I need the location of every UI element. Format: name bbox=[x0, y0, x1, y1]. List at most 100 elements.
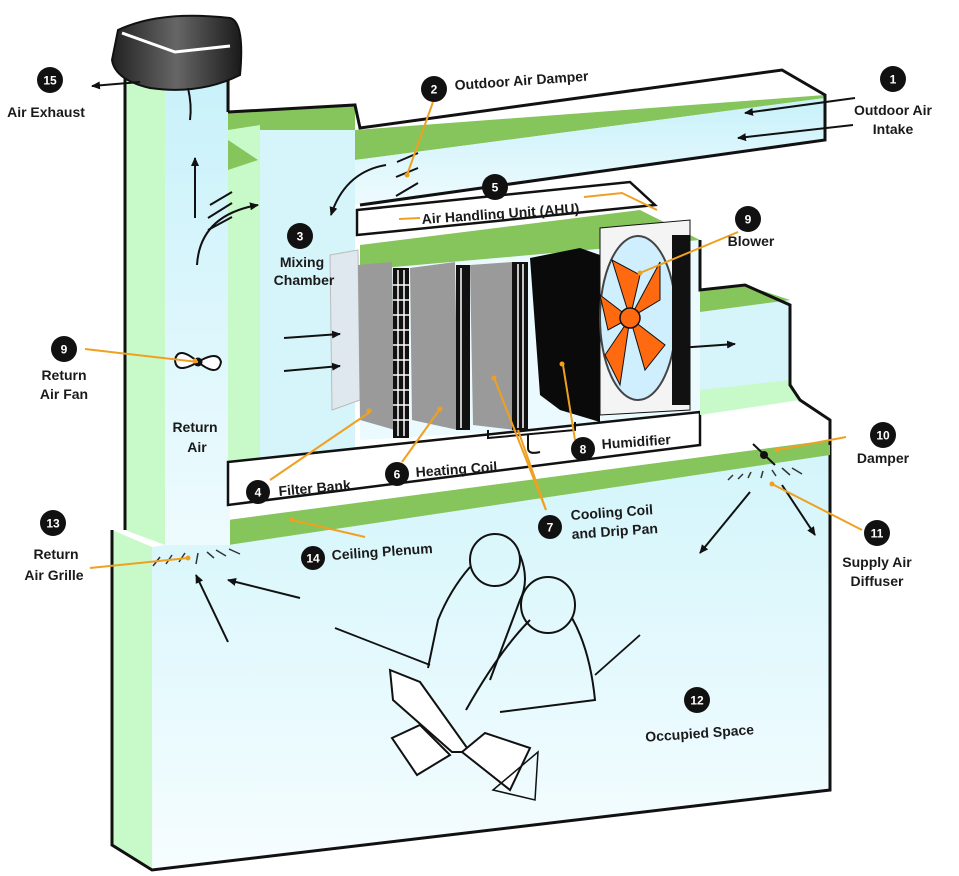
outdoor-duct-front bbox=[355, 98, 825, 205]
exhaust-cap bbox=[110, 14, 243, 91]
svg-text:Heating Coil: Heating Coil bbox=[415, 458, 498, 480]
room-return-arrow-2 bbox=[195, 574, 229, 643]
return-air-label: Return Air bbox=[172, 419, 217, 455]
svg-text:Diffuser: Diffuser bbox=[851, 573, 904, 589]
intake-arrow-1 bbox=[744, 97, 856, 116]
svg-text:Damper: Damper bbox=[857, 450, 910, 466]
svg-text:Ceiling Plenum: Ceiling Plenum bbox=[331, 540, 433, 563]
callout-4: 4 Filter Bank bbox=[246, 477, 352, 504]
svg-text:14: 14 bbox=[306, 552, 320, 566]
supply-duct-outline bbox=[698, 240, 832, 445]
filter-arrow-2 bbox=[283, 362, 341, 372]
callout-7: 7 Cooling Coil and Drip Pan bbox=[538, 501, 658, 542]
outdoor-air-duct bbox=[227, 68, 827, 207]
svg-text:3: 3 bbox=[297, 230, 304, 244]
svg-text:Chamber: Chamber bbox=[274, 272, 335, 288]
svg-text:7: 7 bbox=[547, 521, 554, 535]
svg-text:4: 4 bbox=[255, 486, 262, 500]
drain-pipe bbox=[527, 434, 541, 454]
callout-9-blower: 9 Blower bbox=[728, 206, 775, 249]
svg-text:Air: Air bbox=[187, 439, 207, 455]
svg-text:8: 8 bbox=[580, 443, 587, 457]
callout-13: 13 Return Air Grille bbox=[24, 510, 84, 583]
airflow-arrows bbox=[91, 81, 856, 643]
callout-2: 2 Outdoor Air Damper bbox=[421, 68, 589, 102]
svg-text:15: 15 bbox=[43, 74, 57, 88]
return-duct-side bbox=[125, 65, 165, 545]
callout-15: 15 Air Exhaust bbox=[7, 67, 85, 120]
room-outline bbox=[110, 445, 832, 872]
room-return-arrow-1 bbox=[227, 578, 301, 599]
blower-fan-blades bbox=[599, 258, 666, 387]
svg-text:9: 9 bbox=[745, 213, 752, 227]
supply-arrow bbox=[677, 340, 736, 349]
drip-pan bbox=[487, 422, 576, 440]
ahu-label-band bbox=[355, 180, 658, 237]
svg-text:9: 9 bbox=[61, 343, 68, 357]
supply-diffuser-slats bbox=[727, 467, 803, 481]
humidifier bbox=[530, 248, 600, 422]
svg-text:Air Fan: Air Fan bbox=[40, 386, 88, 402]
return-air-duct bbox=[123, 65, 230, 545]
return-mix-arrow bbox=[196, 202, 259, 266]
svg-text:Occupied Space: Occupied Space bbox=[645, 721, 755, 745]
damper-slats bbox=[207, 152, 419, 231]
callout-3: 3 Mixing Chamber bbox=[274, 223, 335, 288]
callout-6: 6 Heating Coil bbox=[385, 458, 498, 486]
svg-text:Supply Air: Supply Air bbox=[842, 554, 912, 570]
svg-text:1: 1 bbox=[890, 73, 897, 87]
svg-text:Return: Return bbox=[33, 546, 78, 562]
diffuser-arrow-right bbox=[781, 484, 816, 536]
people-at-computer-sketch bbox=[334, 533, 641, 801]
svg-text:2: 2 bbox=[431, 83, 438, 97]
svg-text:Air Exhaust: Air Exhaust bbox=[7, 104, 85, 120]
exhaust-curve bbox=[187, 87, 192, 121]
svg-text:Outdoor Air: Outdoor Air bbox=[854, 102, 933, 118]
leader-lines bbox=[84, 101, 863, 569]
svg-text:6: 6 bbox=[394, 468, 401, 482]
callout-9-return-fan: 9 Return Air Fan bbox=[40, 336, 88, 402]
heating-coil bbox=[410, 262, 470, 430]
svg-text:Cooling Coil: Cooling Coil bbox=[570, 501, 653, 523]
diffuser-arrow-left bbox=[699, 491, 751, 554]
svg-text:Humidifier: Humidifier bbox=[601, 431, 672, 452]
outdoor-duct-top bbox=[228, 95, 825, 160]
room-front-face bbox=[152, 445, 830, 870]
callout-10: 10 Damper bbox=[857, 422, 910, 466]
outdoor-duct-outline bbox=[227, 68, 827, 207]
svg-text:5: 5 bbox=[492, 181, 499, 195]
ahu-base-band bbox=[226, 410, 702, 507]
outdoor-mix-arrow bbox=[329, 164, 387, 216]
svg-text:Intake: Intake bbox=[873, 121, 914, 137]
room-left-side bbox=[112, 530, 152, 870]
callout-12: 12 Occupied Space bbox=[645, 687, 755, 745]
svg-text:Outdoor Air Damper: Outdoor Air Damper bbox=[454, 68, 589, 93]
svg-text:13: 13 bbox=[46, 517, 60, 531]
callout-14: 14 Ceiling Plenum bbox=[301, 540, 433, 570]
exhaust-arrow bbox=[91, 81, 141, 90]
svg-text:Air Grille: Air Grille bbox=[24, 567, 83, 583]
cooling-coil bbox=[470, 262, 576, 454]
svg-text:Return: Return bbox=[172, 419, 217, 435]
svg-text:Blower: Blower bbox=[728, 233, 775, 249]
ceiling-plenum-band bbox=[228, 440, 830, 545]
svg-text:Filter Bank: Filter Bank bbox=[278, 477, 352, 499]
svg-text:11: 11 bbox=[871, 527, 884, 541]
svg-text:12: 12 bbox=[690, 694, 704, 708]
filter-arrow-1 bbox=[283, 330, 341, 339]
filter-bank bbox=[329, 249, 409, 438]
svg-text:and Drip Pan: and Drip Pan bbox=[571, 520, 658, 542]
monitor-base bbox=[390, 723, 452, 777]
papers bbox=[460, 731, 532, 792]
supply-damper bbox=[752, 443, 776, 466]
svg-text:Return: Return bbox=[41, 367, 86, 383]
blower bbox=[599, 219, 691, 416]
callout-8: 8 Humidifier bbox=[571, 431, 672, 461]
svg-text:Mixing: Mixing bbox=[280, 254, 324, 270]
callout-11: 11 Supply Air Diffuser bbox=[842, 520, 912, 589]
svg-text:10: 10 bbox=[876, 429, 890, 443]
intake-arrow-2 bbox=[737, 124, 854, 142]
callout-1: 1 Outdoor Air Intake bbox=[854, 66, 933, 137]
return-duct-front bbox=[165, 65, 230, 545]
